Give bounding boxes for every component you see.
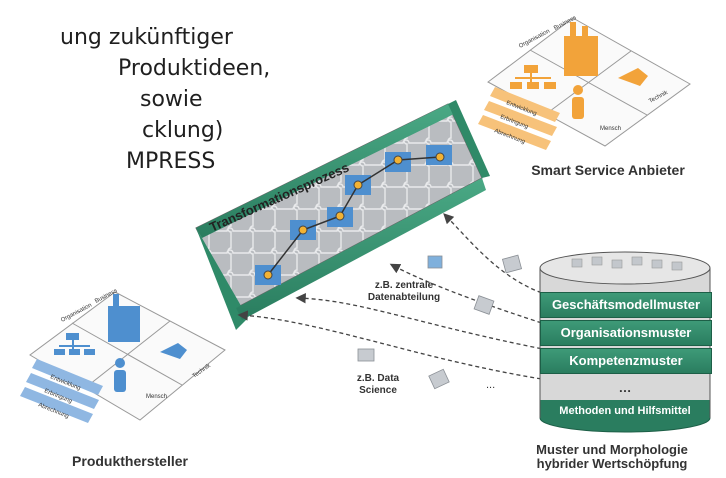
source-label-data-science-2: Science — [359, 385, 397, 396]
process-arrows: Entwicklung Erbringung Abrechnung — [478, 87, 560, 150]
factory-icon — [564, 36, 598, 76]
person-icon — [572, 85, 584, 119]
source-label-zentrale-2: Datenabteilung — [368, 292, 440, 303]
source-ellipsis: ... — [486, 379, 495, 391]
background-text-line: ung zukünftiger — [60, 25, 233, 50]
org-chart-icon — [54, 333, 95, 355]
source-label-data-science-1: z.B. Data — [357, 373, 400, 384]
dashed-arrows — [237, 213, 549, 381]
robot-arm-icon — [160, 343, 187, 359]
background-text-line: Produktideen, — [118, 56, 271, 81]
produkthersteller-diagram: Organisation Business Technik Mensch Ent… — [20, 288, 226, 423]
cylinder-bottom-label: Methoden und Hilfsmittel — [559, 405, 690, 417]
org-chart-icon — [510, 65, 556, 89]
svg-text:Mensch: Mensch — [146, 394, 167, 400]
cylinder-item-ellipsis: … — [619, 380, 632, 395]
background-text-line: cklung) — [142, 118, 224, 143]
background-text-line: MPRESS — [126, 149, 216, 174]
cylinder-item-organisationsmuster: Organisationsmuster — [540, 320, 712, 346]
cylinder-item-geschaeftsmodellmuster: Geschäftsmodellmuster — [540, 292, 712, 318]
transformation-nodes — [263, 152, 445, 280]
background-text-line: sowie — [140, 87, 203, 112]
smart-service-caption: Smart Service Anbieter — [531, 162, 685, 178]
cylinder-caption: Muster und Morphologie hybrider Wertschö… — [498, 443, 726, 471]
factory-icon — [108, 306, 140, 342]
cylinder-caption-line-1: Muster und Morphologie — [536, 442, 688, 457]
cylinder-caption-line-2: hybrider Wertschöpfung — [536, 456, 688, 471]
produkthersteller-caption: Produkthersteller — [72, 453, 188, 469]
svg-text:Mensch: Mensch — [600, 126, 621, 132]
robot-arm-icon — [618, 68, 648, 86]
floating-puzzle-pieces — [357, 254, 523, 390]
person-icon — [114, 358, 126, 392]
smart-service-diagram: Organisation Business Technik Mensch Ent… — [478, 15, 691, 150]
cylinder-item-kompetenzmuster: Kompetenzmuster — [540, 348, 712, 374]
process-arrows: Entwicklung Erbringung Abrechnung — [20, 359, 103, 423]
transformation-path — [267, 156, 441, 276]
source-label-zentrale-1: z.B. zentrale — [375, 280, 434, 291]
background-text: ung zukünftiger Produktideen, sowie cklu… — [0, 22, 270, 177]
